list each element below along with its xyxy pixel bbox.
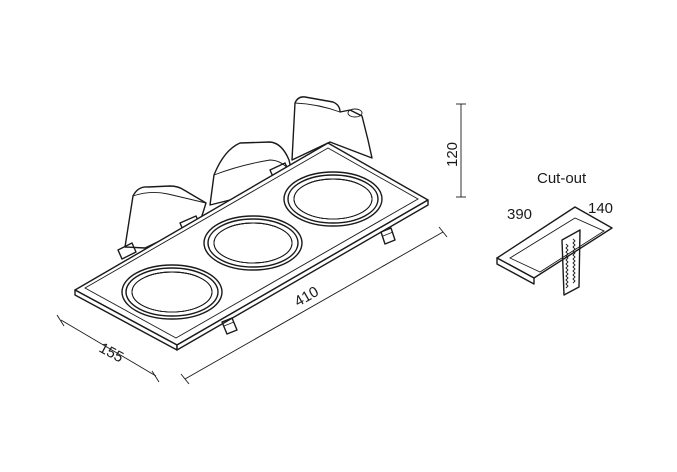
- heatsink-left: [124, 185, 207, 249]
- heatsink-right: [291, 96, 373, 161]
- dimension-height: 120: [444, 103, 466, 198]
- cutout-width-label: 140: [588, 200, 613, 217]
- dimension-height-label: 120: [444, 142, 461, 167]
- cutout-detail: Cut-out 390 140: [496, 170, 613, 296]
- dimension-length-label: 410: [292, 283, 322, 310]
- spotlight-left: [121, 264, 223, 320]
- cutout-title: Cut-out: [537, 170, 587, 187]
- cutout-length-label: 390: [507, 206, 532, 223]
- mounting-clips: [221, 227, 396, 335]
- spotlight-middle: [203, 215, 303, 271]
- spotlight-right: [283, 171, 383, 227]
